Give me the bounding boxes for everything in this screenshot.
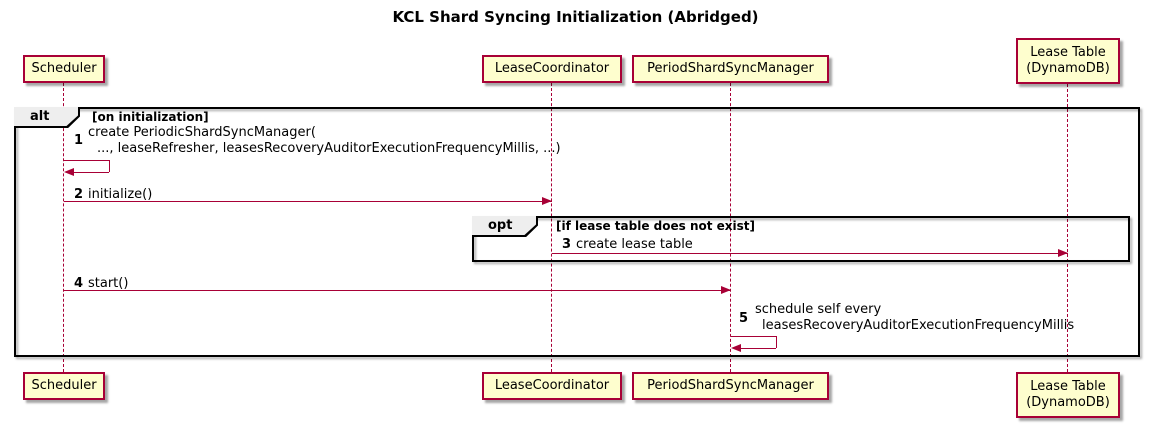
message-1-text-line2: ..., leaseRefresher, leasesRecoveryAudit… bbox=[97, 141, 561, 156]
participant-lease-table-bottom: Lease Table (DynamoDB) bbox=[1016, 372, 1120, 418]
participant-period-shard-sync-manager-bottom: PeriodShardSyncManager bbox=[632, 372, 829, 400]
participant-label: LeaseCoordinator bbox=[494, 378, 610, 393]
message-3-line bbox=[552, 253, 1068, 254]
alt-condition: [on initialization] bbox=[92, 110, 209, 124]
message-4-number: 4 bbox=[74, 276, 84, 291]
alt-frame bbox=[14, 107, 1140, 357]
participant-sublabel: (DynamoDB) bbox=[1026, 395, 1110, 410]
message-5-text-line2: leasesRecoveryAuditorExecutionFrequencyM… bbox=[762, 318, 1075, 333]
message-5-text-line1: schedule self every bbox=[755, 302, 882, 317]
message-3-number: 3 bbox=[562, 237, 572, 252]
opt-frame-tab-inner: opt bbox=[472, 216, 536, 235]
message-4-line bbox=[64, 290, 731, 291]
opt-keyword: opt bbox=[488, 218, 513, 233]
alt-keyword: alt bbox=[30, 109, 50, 124]
message-3-arrowhead bbox=[1058, 249, 1068, 257]
message-2-number: 2 bbox=[74, 187, 84, 202]
participant-lease-table-top: Lease Table (DynamoDB) bbox=[1016, 38, 1120, 84]
message-2-text: initialize() bbox=[88, 187, 153, 202]
message-1-text-line1: create PeriodicShardSyncManager( bbox=[88, 125, 316, 140]
message-1-number: 1 bbox=[74, 133, 84, 148]
participant-scheduler-bottom: Scheduler bbox=[23, 372, 105, 400]
message-3-text: create lease table bbox=[576, 237, 693, 252]
opt-condition: [if lease table does not exist] bbox=[556, 219, 756, 233]
participant-label: Lease Table bbox=[1030, 379, 1106, 394]
message-2-line bbox=[64, 201, 552, 202]
message-5-arrowhead bbox=[731, 344, 741, 352]
participant-period-shard-sync-manager-top: PeriodShardSyncManager bbox=[632, 55, 829, 83]
participant-label: Lease Table bbox=[1030, 45, 1106, 60]
participant-label: PeriodShardSyncManager bbox=[647, 61, 814, 76]
message-1-self-arrow-bottom bbox=[72, 172, 109, 173]
lifeline-scheduler bbox=[63, 83, 64, 372]
participant-sublabel: (DynamoDB) bbox=[1026, 61, 1110, 76]
message-1-self-arrow-top bbox=[64, 160, 109, 161]
participant-label: PeriodShardSyncManager bbox=[647, 378, 814, 393]
participant-label: LeaseCoordinator bbox=[494, 61, 610, 76]
lifeline-lease-table bbox=[1067, 84, 1068, 372]
message-4-arrowhead bbox=[721, 286, 731, 294]
lifeline-period-shard-sync-manager bbox=[730, 83, 731, 372]
message-5-self-arrow-top bbox=[731, 336, 776, 337]
participant-label: Scheduler bbox=[31, 378, 97, 393]
opt-frame bbox=[472, 216, 1130, 262]
lifeline-lease-coordinator bbox=[551, 83, 552, 372]
opt-frame-tab: opt bbox=[472, 216, 538, 237]
message-5-self-arrow-side bbox=[776, 336, 777, 348]
message-5-self-arrow-bottom bbox=[739, 348, 776, 349]
participant-lease-coordinator-bottom: LeaseCoordinator bbox=[482, 372, 622, 400]
participant-label: Scheduler bbox=[31, 61, 97, 76]
message-1-arrowhead bbox=[64, 168, 74, 176]
message-4-text: start() bbox=[88, 276, 129, 291]
participant-lease-coordinator-top: LeaseCoordinator bbox=[482, 55, 622, 83]
alt-frame-tab: alt bbox=[14, 107, 80, 128]
message-2-arrowhead bbox=[542, 197, 552, 205]
message-1-self-arrow-side bbox=[109, 160, 110, 172]
participant-scheduler-top: Scheduler bbox=[23, 55, 105, 83]
diagram-title: KCL Shard Syncing Initialization (Abridg… bbox=[392, 8, 759, 26]
alt-frame-tab-inner: alt bbox=[14, 107, 78, 126]
message-5-number: 5 bbox=[739, 311, 749, 326]
